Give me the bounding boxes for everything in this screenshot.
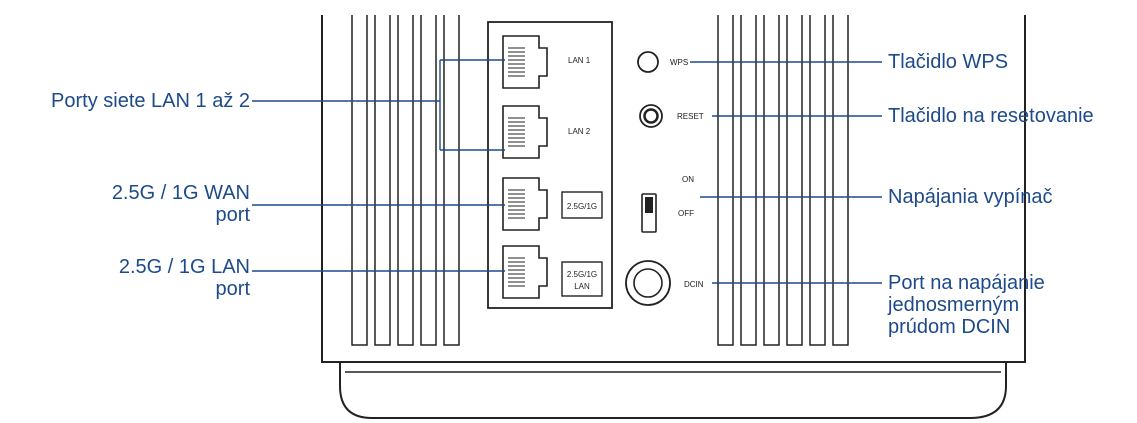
callout-wan-port: 2.5G / 1G WAN port bbox=[111, 182, 250, 226]
wps-label: WPS bbox=[670, 58, 688, 67]
lan-speed-badge bbox=[561, 261, 603, 297]
right-vent-grille bbox=[717, 15, 849, 346]
reset-button-icon bbox=[639, 104, 663, 128]
wps-button-icon bbox=[637, 51, 659, 73]
dcin-port-icon bbox=[625, 260, 671, 306]
reset-label: RESET bbox=[677, 112, 704, 121]
router-body bbox=[321, 15, 1026, 419]
lan2-port-label: LAN 2 bbox=[568, 127, 591, 136]
reset-button-inner bbox=[643, 108, 659, 124]
lan1-port-icon bbox=[502, 35, 548, 89]
callout-power-switch: Napájania vypínač bbox=[888, 186, 1053, 208]
callout-wps: Tlačidlo WPS bbox=[888, 51, 1009, 73]
callout-lan25-port: 2.5G / 1G LAN port bbox=[118, 256, 250, 300]
lan-badge-label-2: LAN bbox=[574, 282, 590, 291]
power-switch-icon bbox=[641, 193, 657, 233]
lan2-port-icon bbox=[502, 105, 548, 159]
leader-lines bbox=[252, 59, 882, 284]
off-label: OFF bbox=[678, 209, 694, 218]
wan-speed-badge bbox=[561, 191, 603, 219]
port-panel bbox=[487, 21, 613, 309]
callout-reset: Tlačidlo na resetovanie bbox=[888, 105, 1094, 127]
callout-lan-ports: Porty siete LAN 1 až 2 bbox=[51, 90, 250, 112]
dcin-port-inner bbox=[633, 268, 663, 298]
wan-port-icon bbox=[502, 177, 548, 231]
power-switch-lever bbox=[645, 197, 653, 213]
dcin-label: DCIN bbox=[684, 280, 704, 289]
on-label: ON bbox=[682, 175, 694, 184]
lan1-port-label: LAN 1 bbox=[568, 56, 591, 65]
wan-badge-label: 2.5G/1G bbox=[567, 202, 597, 211]
lan-badge-label-1: 2.5G/1G bbox=[567, 270, 597, 279]
left-vent-grille bbox=[351, 15, 460, 346]
callout-dcin: Port na napájanie jednosmerným prúdom DC… bbox=[888, 272, 1045, 338]
lan25-port-icon bbox=[502, 245, 548, 299]
